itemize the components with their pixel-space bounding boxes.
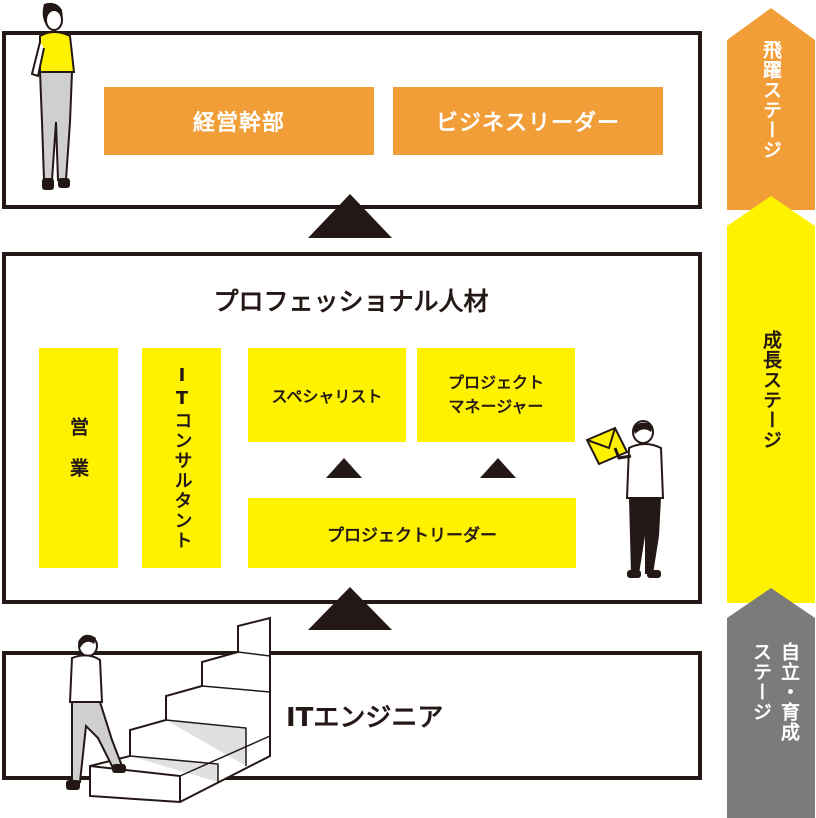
growth-stage-arrow — [727, 196, 815, 603]
role-project-manager-line2: マネージャー — [448, 397, 544, 416]
leap-stage-label: 飛躍ステージ — [760, 40, 782, 160]
up-triangle-icon — [326, 458, 362, 478]
role-sales: 営業 — [39, 348, 118, 568]
role-project-manager: プロジェクト マネージャー — [417, 348, 575, 442]
leap-stage-arrow — [727, 8, 815, 210]
engineer-stage-title: ITエンジニア — [286, 703, 444, 733]
growth-stage-label: 成長ステージ — [760, 330, 782, 450]
role-project-manager-line1: プロジェクト — [447, 373, 544, 392]
role-sales-label: 営業 — [67, 417, 89, 499]
man-holding-envelope-icon — [585, 420, 665, 578]
role-it-consultant: ITコンサルタント — [142, 348, 221, 568]
role-executive: 経営幹部 — [104, 87, 374, 155]
man-climbing-stairs-icon — [66, 616, 271, 804]
professional-stage-title: プロフェッショナル人材 — [213, 287, 489, 316]
independence-stage-label-line1: 自立・育成 — [778, 642, 800, 742]
up-triangle-icon — [308, 587, 392, 630]
up-triangle-icon — [480, 458, 516, 478]
role-specialist: スペシャリスト — [248, 348, 406, 442]
role-business-leader: ビジネスリーダー — [393, 87, 663, 155]
role-project-leader: プロジェクトリーダー — [248, 498, 576, 568]
independence-stage-label-line2: ステージ — [750, 642, 772, 722]
up-triangle-icon — [308, 194, 392, 238]
role-it-consultant-label: ITコンサルタント — [171, 365, 193, 551]
woman-standing-icon — [30, 2, 76, 190]
independence-stage-arrow — [727, 588, 815, 818]
